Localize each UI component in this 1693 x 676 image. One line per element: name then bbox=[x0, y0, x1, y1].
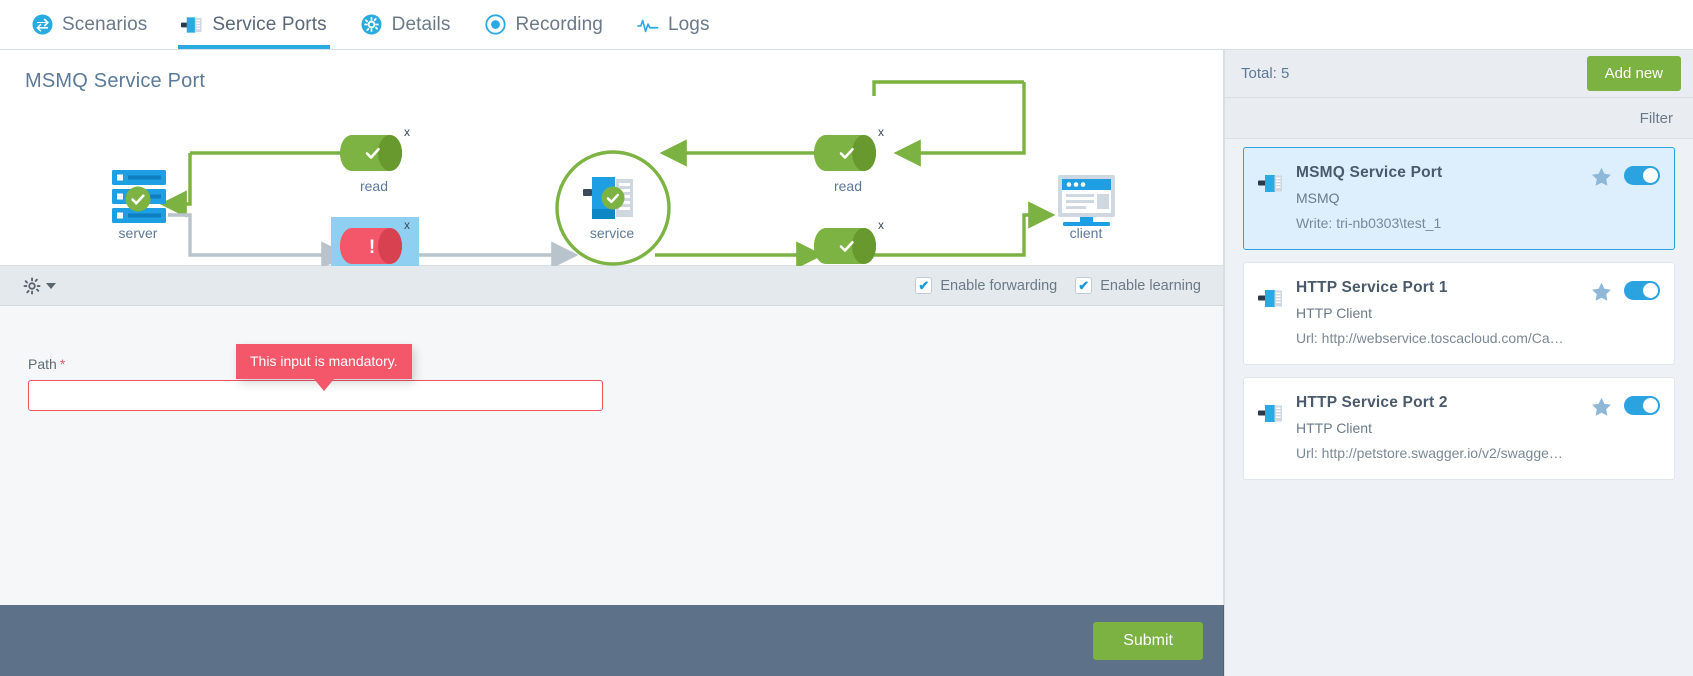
tab-label: Service Ports bbox=[212, 14, 327, 35]
diagram-node-write-right: x write bbox=[814, 218, 884, 264]
tab-label: Scenarios bbox=[62, 14, 148, 35]
tab-label: Details bbox=[391, 14, 451, 35]
pulse-line-icon bbox=[637, 14, 659, 36]
tab-details[interactable]: Details bbox=[344, 0, 468, 49]
main-tabbar: Scenarios Service Ports bbox=[0, 0, 1693, 50]
gear-icon bbox=[361, 14, 383, 36]
enabled-toggle[interactable] bbox=[1624, 281, 1660, 300]
service-ports-sidebar: Total: 5 Add new Filter bbox=[1224, 50, 1693, 676]
favorite-star-icon[interactable] bbox=[1591, 167, 1612, 187]
list-item-name: MSMQ Service Port bbox=[1296, 164, 1443, 181]
toolbar-options: ✔ Enable forwarding ✔ Enable learning bbox=[915, 277, 1201, 294]
list-item-detail: Url: http://petstore.swagger.io/v2/swagg… bbox=[1296, 445, 1564, 461]
tab-service-ports[interactable]: Service Ports bbox=[164, 0, 343, 49]
list-item-detail: Url: http://webservice.toscacloud.com/Ca… bbox=[1296, 330, 1564, 346]
list-item[interactable]: HTTP Service Port 2 HTTP Client Url: htt… bbox=[1243, 377, 1675, 480]
diagram-close-x: x bbox=[404, 125, 410, 139]
diagram-node-read-left: x read bbox=[340, 125, 410, 194]
favorite-star-icon[interactable] bbox=[1591, 282, 1612, 302]
enable-learning-checkbox[interactable]: ✔ Enable learning bbox=[1075, 277, 1201, 294]
list-item[interactable]: HTTP Service Port 1 HTTP Client Url: htt… bbox=[1243, 262, 1675, 365]
tab-label: Logs bbox=[667, 14, 710, 35]
diagram-node-service: service bbox=[555, 150, 671, 266]
enable-forwarding-label: Enable forwarding bbox=[940, 277, 1058, 294]
list-item-type: MSMQ bbox=[1296, 190, 1340, 206]
service-port-plug-icon bbox=[181, 14, 203, 36]
checkmark-icon: ✔ bbox=[915, 277, 933, 294]
page-title: MSMQ Service Port bbox=[25, 70, 206, 92]
exchange-arrows-icon bbox=[31, 14, 53, 36]
filter-bar[interactable]: Filter bbox=[1225, 98, 1693, 139]
validation-tooltip: This input is mandatory. bbox=[236, 344, 412, 391]
list-item[interactable]: MSMQ Service Port MSMQ Write: tri-nb0303… bbox=[1243, 147, 1675, 250]
enable-forwarding-checkbox[interactable]: ✔ Enable forwarding bbox=[915, 277, 1057, 294]
diagram-close-x: x bbox=[878, 218, 884, 232]
list-item-name: HTTP Service Port 2 bbox=[1296, 394, 1448, 411]
path-field-label: Path* bbox=[28, 356, 1195, 372]
tab-logs[interactable]: Logs bbox=[620, 0, 727, 49]
add-new-button[interactable]: Add new bbox=[1586, 56, 1681, 91]
diagram-close-x: x bbox=[878, 125, 884, 139]
diagram-close-x: x bbox=[404, 218, 410, 232]
path-label-text: Path bbox=[28, 356, 57, 372]
record-circle-icon bbox=[484, 14, 506, 36]
list-item-type: HTTP Client bbox=[1296, 420, 1372, 436]
body-row: MSMQ Service Port bbox=[0, 50, 1693, 676]
diagram-label-read-right: read bbox=[834, 178, 862, 194]
sidebar-header: Total: 5 Add new bbox=[1225, 50, 1693, 98]
gear-icon bbox=[22, 276, 42, 296]
diagram-error-marker: ! bbox=[369, 237, 375, 258]
form-footer: Submit bbox=[0, 605, 1224, 676]
service-port-plug-icon bbox=[1258, 172, 1284, 194]
submit-button[interactable]: Submit bbox=[1093, 621, 1203, 660]
form-toolbar: ✔ Enable forwarding ✔ Enable learning bbox=[0, 266, 1224, 306]
required-asterisk: * bbox=[59, 356, 66, 372]
diagram-node-client: client bbox=[1058, 175, 1115, 241]
list-item-detail: Write: tri-nb0303\test_1 bbox=[1296, 215, 1442, 231]
list-item-name: HTTP Service Port 1 bbox=[1296, 279, 1448, 296]
list-item-type: HTTP Client bbox=[1296, 305, 1372, 321]
diagram-node-server: server bbox=[112, 170, 166, 241]
chevron-down-icon bbox=[46, 282, 56, 289]
filter-label: Filter bbox=[1639, 109, 1673, 127]
diagram-label-read-left: read bbox=[360, 178, 388, 194]
settings-dropdown-button[interactable] bbox=[22, 276, 56, 296]
tab-recording[interactable]: Recording bbox=[467, 0, 620, 49]
enable-learning-label: Enable learning bbox=[1100, 277, 1201, 294]
diagram-node-write-left: ! x write bbox=[331, 217, 419, 266]
total-count-label: Total: 5 bbox=[1241, 65, 1290, 82]
favorite-star-icon[interactable] bbox=[1591, 397, 1612, 417]
diagram-label-client: client bbox=[1070, 225, 1103, 241]
flow-diagram: server x read bbox=[112, 80, 1115, 266]
tab-scenarios[interactable]: Scenarios bbox=[14, 0, 164, 49]
service-port-plug-icon bbox=[1258, 402, 1284, 424]
diagram-label-service: service bbox=[590, 225, 635, 241]
enabled-toggle[interactable] bbox=[1624, 396, 1660, 415]
enabled-toggle[interactable] bbox=[1624, 166, 1660, 185]
service-port-form: This input is mandatory. Path* bbox=[0, 306, 1224, 605]
diagram-label-server: server bbox=[119, 225, 158, 241]
diagram-node-read-right: x read bbox=[814, 125, 884, 194]
service-port-diagram-panel: MSMQ Service Port bbox=[0, 50, 1224, 266]
checkmark-icon: ✔ bbox=[1075, 277, 1093, 294]
service-port-plug-icon bbox=[1258, 287, 1284, 309]
left-column: MSMQ Service Port bbox=[0, 50, 1224, 676]
tab-label: Recording bbox=[515, 14, 603, 35]
service-port-list: MSMQ Service Port MSMQ Write: tri-nb0303… bbox=[1225, 139, 1693, 676]
